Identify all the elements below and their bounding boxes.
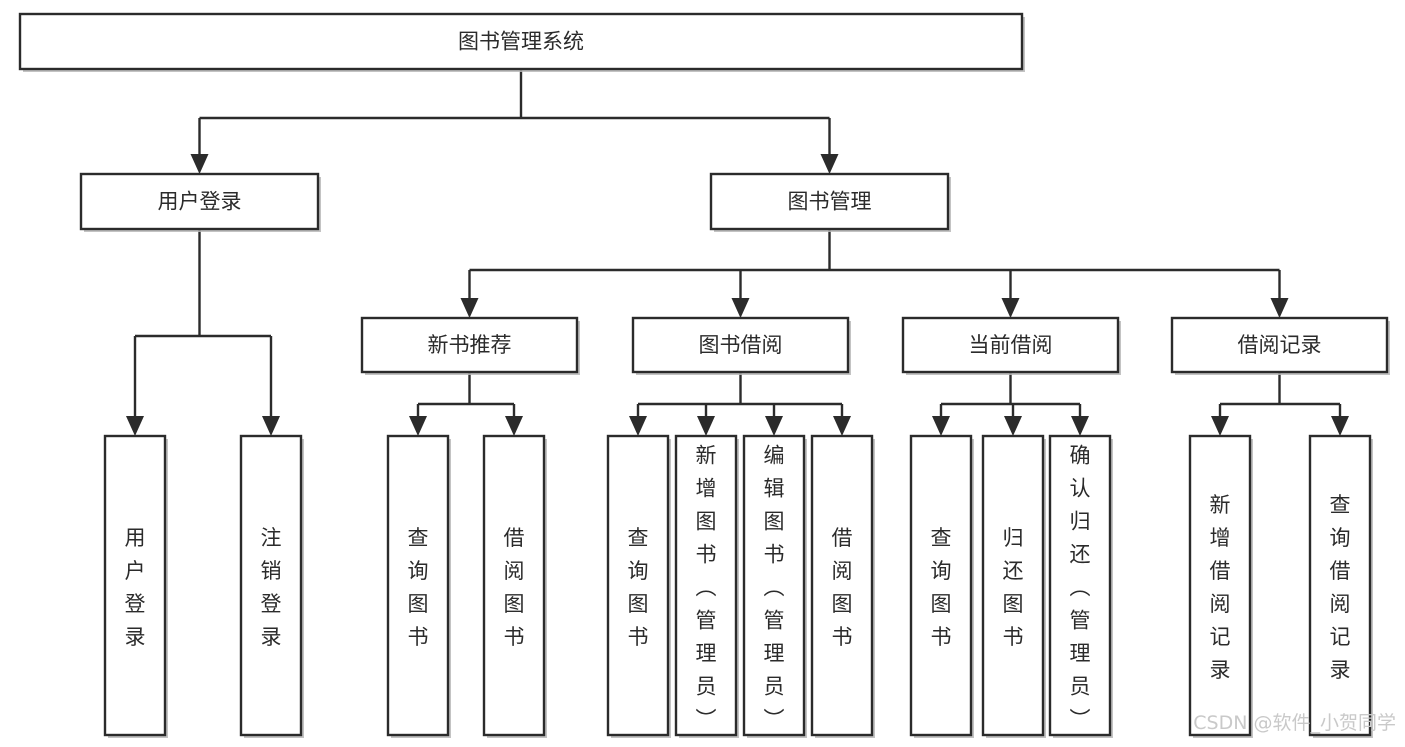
- node-rect[interactable]: [909, 434, 973, 737]
- node-label: 确认归还︵管理员︶: [1070, 444, 1091, 732]
- node-new-book-rec[interactable]: 新书推荐: [360, 316, 580, 375]
- connector-group-book-borrow: [629, 372, 851, 436]
- node-label: 新书推荐: [428, 333, 512, 357]
- node-label: 新增图书︵管理员︶: [696, 444, 717, 732]
- node-label: 编辑图书︵管理员︶: [764, 444, 785, 732]
- node-leaf-confirm-return[interactable]: 确认归还︵管理员︶: [1048, 434, 1113, 738]
- arrow-head-icon: [833, 416, 851, 436]
- node-rect[interactable]: [1048, 434, 1112, 737]
- arrow-head-icon: [1270, 298, 1289, 318]
- node-rect[interactable]: [631, 316, 850, 374]
- arrow-head-icon: [1211, 416, 1229, 436]
- node-leaf-borrow-book-1[interactable]: 借阅图书: [482, 434, 547, 738]
- arrow-head-icon: [262, 416, 280, 436]
- node-label: 查询图书: [931, 526, 952, 649]
- node-label: 用户登录: [125, 526, 146, 649]
- arrow-head-icon: [1004, 416, 1022, 436]
- node-leaf-add-record[interactable]: 新增借阅记录: [1188, 434, 1253, 738]
- node-rect[interactable]: [901, 316, 1120, 374]
- arrow-head-icon: [629, 416, 647, 436]
- node-current-borrow[interactable]: 当前借阅: [901, 316, 1121, 375]
- node-user-login[interactable]: 用户登录: [79, 172, 321, 232]
- node-label: 当前借阅: [969, 333, 1053, 357]
- node-label: 图书借阅: [699, 333, 783, 357]
- connector-group-borrow-record: [1211, 372, 1349, 436]
- arrow-head-icon: [1001, 298, 1020, 318]
- node-root[interactable]: 图书管理系统: [18, 12, 1025, 72]
- node-leaf-query-book-3[interactable]: 查询图书: [909, 434, 974, 738]
- node-rect[interactable]: [674, 434, 738, 737]
- node-leaf-logout[interactable]: 注销登录: [239, 434, 304, 738]
- arrow-head-icon: [765, 416, 783, 436]
- arrow-head-icon: [697, 416, 715, 436]
- connector-group-user-login: [126, 229, 280, 436]
- node-leaf-add-book[interactable]: 新增图书︵管理员︶: [674, 434, 739, 738]
- node-book-manage[interactable]: 图书管理: [709, 172, 951, 232]
- node-rect[interactable]: [1308, 434, 1372, 737]
- node-rect[interactable]: [1188, 434, 1252, 737]
- node-label: 用户登录: [158, 190, 242, 214]
- arrow-head-icon: [1331, 416, 1349, 436]
- connector-group-current-borrow: [932, 372, 1089, 436]
- node-label: 新增借阅记录: [1210, 493, 1231, 682]
- connector-layer: [126, 69, 1349, 436]
- arrow-head-icon: [126, 416, 144, 436]
- arrow-head-icon: [731, 298, 750, 318]
- connector-group-new-book-rec: [409, 372, 523, 436]
- node-leaf-borrow-book-2[interactable]: 借阅图书: [810, 434, 875, 738]
- arrow-head-icon: [505, 416, 523, 436]
- node-leaf-user-login[interactable]: 用户登录: [103, 434, 168, 738]
- arrow-head-icon: [820, 154, 839, 174]
- node-leaf-query-book-2[interactable]: 查询图书: [606, 434, 671, 738]
- node-leaf-return-book[interactable]: 归还图书: [981, 434, 1046, 738]
- node-layer: 图书管理系统用户登录图书管理新书推荐图书借阅当前借阅借阅记录用户登录注销登录查询…: [18, 12, 1390, 738]
- node-rect[interactable]: [810, 434, 874, 737]
- node-rect[interactable]: [1170, 316, 1389, 374]
- node-book-borrow[interactable]: 图书借阅: [631, 316, 851, 375]
- arrow-head-icon: [409, 416, 427, 436]
- arrow-head-icon: [1071, 416, 1089, 436]
- node-label: 注销登录: [261, 526, 282, 649]
- node-borrow-record[interactable]: 借阅记录: [1170, 316, 1390, 375]
- node-leaf-edit-book[interactable]: 编辑图书︵管理员︶: [742, 434, 807, 738]
- node-rect[interactable]: [742, 434, 806, 737]
- node-label: 图书管理系统: [458, 30, 584, 54]
- node-label: 查询图书: [628, 526, 649, 649]
- arrow-head-icon: [932, 416, 950, 436]
- node-label: 查询图书: [408, 526, 429, 649]
- node-label: 归还图书: [1003, 526, 1024, 649]
- node-rect[interactable]: [386, 434, 450, 737]
- connector-group-root: [190, 69, 839, 174]
- node-label: 借阅图书: [832, 526, 853, 649]
- node-label: 借阅记录: [1238, 333, 1322, 357]
- node-rect[interactable]: [360, 316, 579, 374]
- arrow-head-icon: [460, 298, 479, 318]
- connector-group-book-manage: [460, 229, 1289, 318]
- node-rect[interactable]: [79, 172, 320, 231]
- node-rect[interactable]: [482, 434, 546, 737]
- node-rect[interactable]: [709, 172, 950, 231]
- node-rect[interactable]: [103, 434, 167, 737]
- arrow-head-icon: [190, 154, 209, 174]
- node-label: 借阅图书: [504, 526, 525, 649]
- node-leaf-query-record[interactable]: 查询借阅记录: [1308, 434, 1373, 738]
- node-rect[interactable]: [18, 12, 1024, 71]
- node-rect[interactable]: [239, 434, 303, 737]
- node-rect[interactable]: [606, 434, 670, 737]
- csdn-watermark: CSDN @软件_小贺同学: [1193, 712, 1396, 734]
- node-rect[interactable]: [981, 434, 1045, 737]
- node-label: 查询借阅记录: [1330, 493, 1351, 682]
- node-label: 图书管理: [788, 190, 872, 214]
- node-leaf-query-book-1[interactable]: 查询图书: [386, 434, 451, 738]
